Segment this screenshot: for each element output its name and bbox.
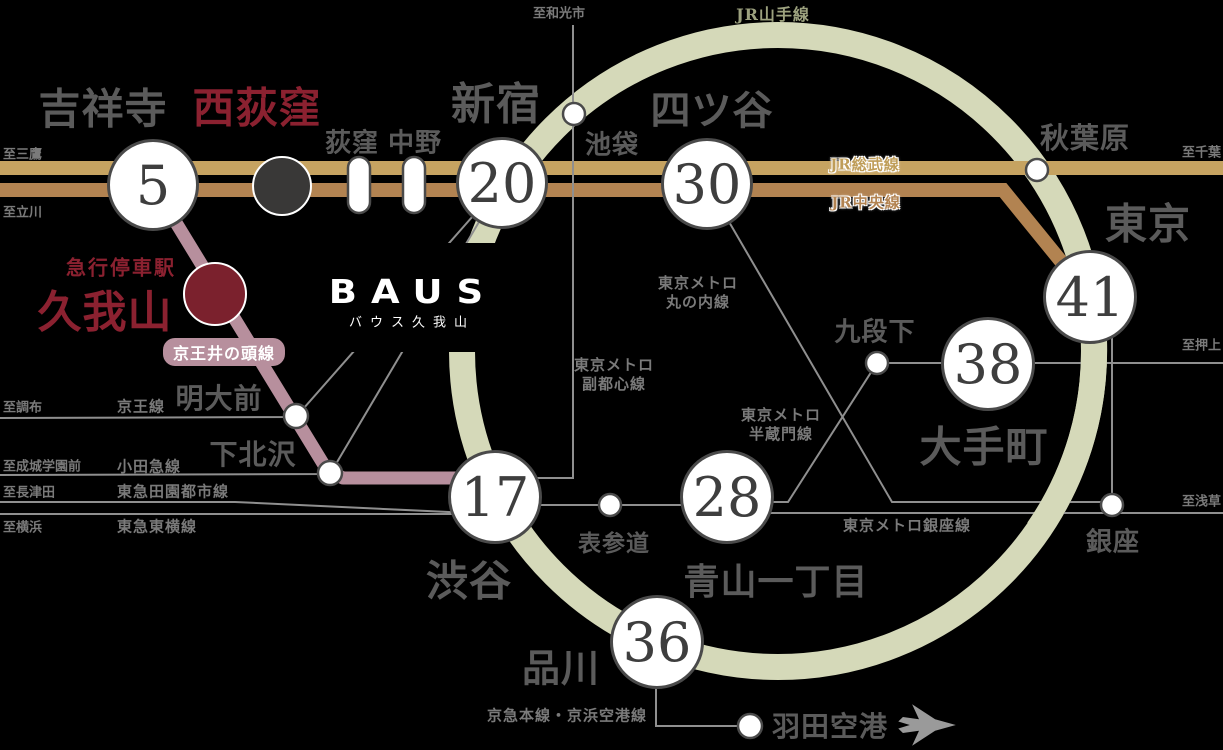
ikebukuro-dot <box>561 101 587 127</box>
odakyu-line-label: 小田急線 <box>117 457 182 476</box>
ogikubo-station-pill <box>346 155 372 215</box>
minutes-value: 38 <box>953 332 1023 396</box>
ginza-dot <box>1099 492 1125 518</box>
station-omotesando: 表参道 <box>578 530 650 557</box>
denentoshi-line-label: 東急田園都市線 <box>117 482 230 501</box>
station-shinjuku: 新宿 <box>451 79 541 130</box>
haneda-dot <box>736 712 764 740</box>
station-yotsuya: 四ツ谷 <box>650 87 774 134</box>
minutes-value: 36 <box>622 610 692 674</box>
edge-chofu: 至調布 <box>3 400 43 416</box>
station-ginza: 銀座 <box>1085 527 1141 558</box>
aoyama-itchome-minutes-circle: 28 <box>680 450 774 544</box>
yamanote-line-label: JR山手線 <box>736 5 810 24</box>
kugayama-express-stop-note: 急行停車駅 <box>66 255 176 280</box>
station-akihabara: 秋葉原 <box>1039 121 1131 155</box>
keikyu-line-label: 京急本線・京浜空港線 <box>487 706 648 725</box>
station-dots <box>282 101 1125 740</box>
kudanshita-dot <box>864 350 890 376</box>
omotesando-dot <box>597 492 623 518</box>
kugayama-station-marker <box>183 262 247 326</box>
tokyo-minutes-circle: 41 <box>1043 250 1137 344</box>
hanzomon-line-label-2: 半蔵門線 <box>748 425 814 443</box>
yamanote-loop-overlay <box>1027 339 1108 538</box>
station-kugayama: 久我山 <box>37 287 173 338</box>
station-haneda-airport: 羽田空港 <box>771 710 889 743</box>
station-ogikubo: 荻窪 <box>324 128 380 159</box>
minutes-value: 5 <box>135 153 171 217</box>
edge-asakusa: 至浅草 <box>1181 494 1221 510</box>
ginza-line-label: 東京メトロ銀座線 <box>843 516 972 535</box>
logo-backdrop <box>305 243 535 352</box>
station-shibuya: 渋谷 <box>425 556 513 606</box>
hanzomon-line-label-1: 東京メトロ <box>740 406 822 424</box>
nishiogikubo-station-marker <box>252 156 312 216</box>
shimokitazawa-dot <box>316 459 344 487</box>
marunouchi-line-label-2: 丸の内線 <box>665 293 731 311</box>
edge-yokohama: 至横浜 <box>3 520 43 536</box>
shinagawa-minutes-circle: 36 <box>610 595 704 689</box>
kichijoji-minutes-circle: 5 <box>107 139 199 231</box>
yotsuya-minutes-circle: 30 <box>661 138 753 230</box>
station-shimokitazawa: 下北沢 <box>209 438 297 471</box>
keio-line-label: 京王線 <box>117 397 166 416</box>
station-nishiogikubo: 西荻窪 <box>192 83 322 133</box>
fukutoshin-line-label-1: 東京メトロ <box>573 356 655 374</box>
hanzomon-line-label: 東京メトロ 半蔵門線 <box>741 406 821 444</box>
inokashira-line-label: 京王井の頭線 <box>162 338 286 366</box>
station-ikebukuro: 池袋 <box>584 130 640 161</box>
otemachi-minutes-circle: 38 <box>941 317 1035 411</box>
station-nakano: 中野 <box>387 128 443 159</box>
meidaimae-dot <box>282 402 310 430</box>
fukutoshin-line-label-2: 副都心線 <box>581 375 647 393</box>
akihabara-dot <box>1024 157 1050 183</box>
edge-tachikawa: 至立川 <box>3 205 43 221</box>
baus-logo: BAUS <box>328 272 498 312</box>
station-otemachi: 大手町 <box>919 422 1049 472</box>
edge-oshiage: 至押上 <box>1181 338 1221 354</box>
edge-seijogakuenmae: 至成城学園前 <box>3 459 82 475</box>
minutes-value: 41 <box>1055 265 1125 329</box>
minutes-value: 28 <box>692 465 762 529</box>
fukutoshin-line-label: 東京メトロ 副都心線 <box>574 356 654 394</box>
marunouchi-line <box>706 183 1113 503</box>
edge-wakoshi: 至和光市 <box>533 6 586 22</box>
airplane-icon <box>898 704 956 746</box>
marunouchi-line-label: 東京メトロ 丸の内線 <box>658 274 738 312</box>
denentoshi-line <box>0 501 471 514</box>
minutes-value: 30 <box>672 152 742 216</box>
chuo-line-label: JR中央線 <box>831 193 901 212</box>
edge-chiba: 至千葉 <box>1181 145 1221 161</box>
station-kichijoji: 吉祥寺 <box>38 84 168 134</box>
minutes-value: 17 <box>460 465 530 529</box>
nakano-station-pill <box>401 155 427 215</box>
marunouchi-line-label-1: 東京メトロ <box>657 274 739 292</box>
station-kudanshita: 九段下 <box>834 317 916 348</box>
sobu-line-label: JR総武線 <box>830 155 900 174</box>
edge-mitaka: 至三鷹 <box>3 147 43 163</box>
station-aoyama-itchome: 青山一丁目 <box>683 561 869 603</box>
station-shinagawa: 品川 <box>521 645 601 691</box>
toyoko-line-label: 東急東横線 <box>117 517 198 536</box>
station-tokyo: 東京 <box>1104 199 1192 249</box>
station-meidaimae: 明大前 <box>175 382 263 415</box>
shinjuku-minutes-circle: 20 <box>456 137 548 229</box>
edge-nagatsuta: 至長津田 <box>3 485 56 501</box>
minutes-value: 20 <box>467 151 537 215</box>
shibuya-minutes-circle: 17 <box>448 450 542 544</box>
baus-logo-subtitle: バウス久我山 <box>348 315 476 331</box>
